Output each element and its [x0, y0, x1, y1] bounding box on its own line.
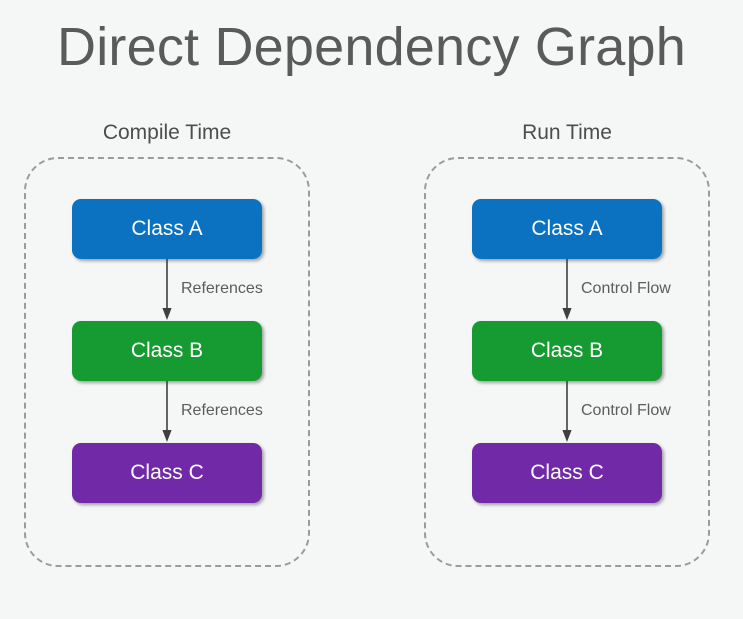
node-label: Class B — [530, 339, 604, 363]
node-label: Class A — [531, 217, 603, 241]
arrow-a-to-b-runtime — [560, 259, 574, 321]
panel-heading-compile-time: Compile Time — [102, 121, 232, 144]
panel-run-time: Run Time Class A Control Flow Class B — [424, 120, 710, 568]
node-label: Class C — [130, 461, 204, 485]
node-class-c-runtime[interactable]: Class C — [472, 443, 662, 504]
panel-compile-time: Compile Time Class A References Class B — [24, 120, 310, 568]
dashed-container-compile-time: Class A References Class B References — [24, 157, 310, 568]
panel-heading-run-time: Run Time — [522, 121, 612, 144]
node-class-b-compile[interactable]: Class B — [72, 321, 262, 382]
edge-label-a-to-b-runtime: Control Flow — [581, 280, 671, 298]
node-class-a-compile[interactable]: Class A — [72, 199, 262, 260]
edge-label-b-to-c-compile: References — [181, 402, 263, 420]
node-label: Class A — [131, 217, 203, 241]
node-class-b-runtime[interactable]: Class B — [472, 321, 662, 382]
arrow-a-to-b-compile — [160, 259, 174, 321]
dashed-container-run-time: Class A Control Flow Class B Control Flo… — [424, 157, 710, 568]
node-class-a-runtime[interactable]: Class A — [472, 199, 662, 260]
edge-label-a-to-b-compile: References — [181, 280, 263, 298]
arrow-b-to-c-runtime — [560, 381, 574, 443]
page-title: Direct Dependency Graph — [57, 17, 686, 77]
node-label: Class C — [530, 461, 604, 485]
node-class-c-compile[interactable]: Class C — [72, 443, 262, 504]
node-label: Class B — [130, 339, 204, 363]
edge-label-b-to-c-runtime: Control Flow — [581, 402, 671, 420]
arrow-b-to-c-compile — [160, 381, 174, 443]
